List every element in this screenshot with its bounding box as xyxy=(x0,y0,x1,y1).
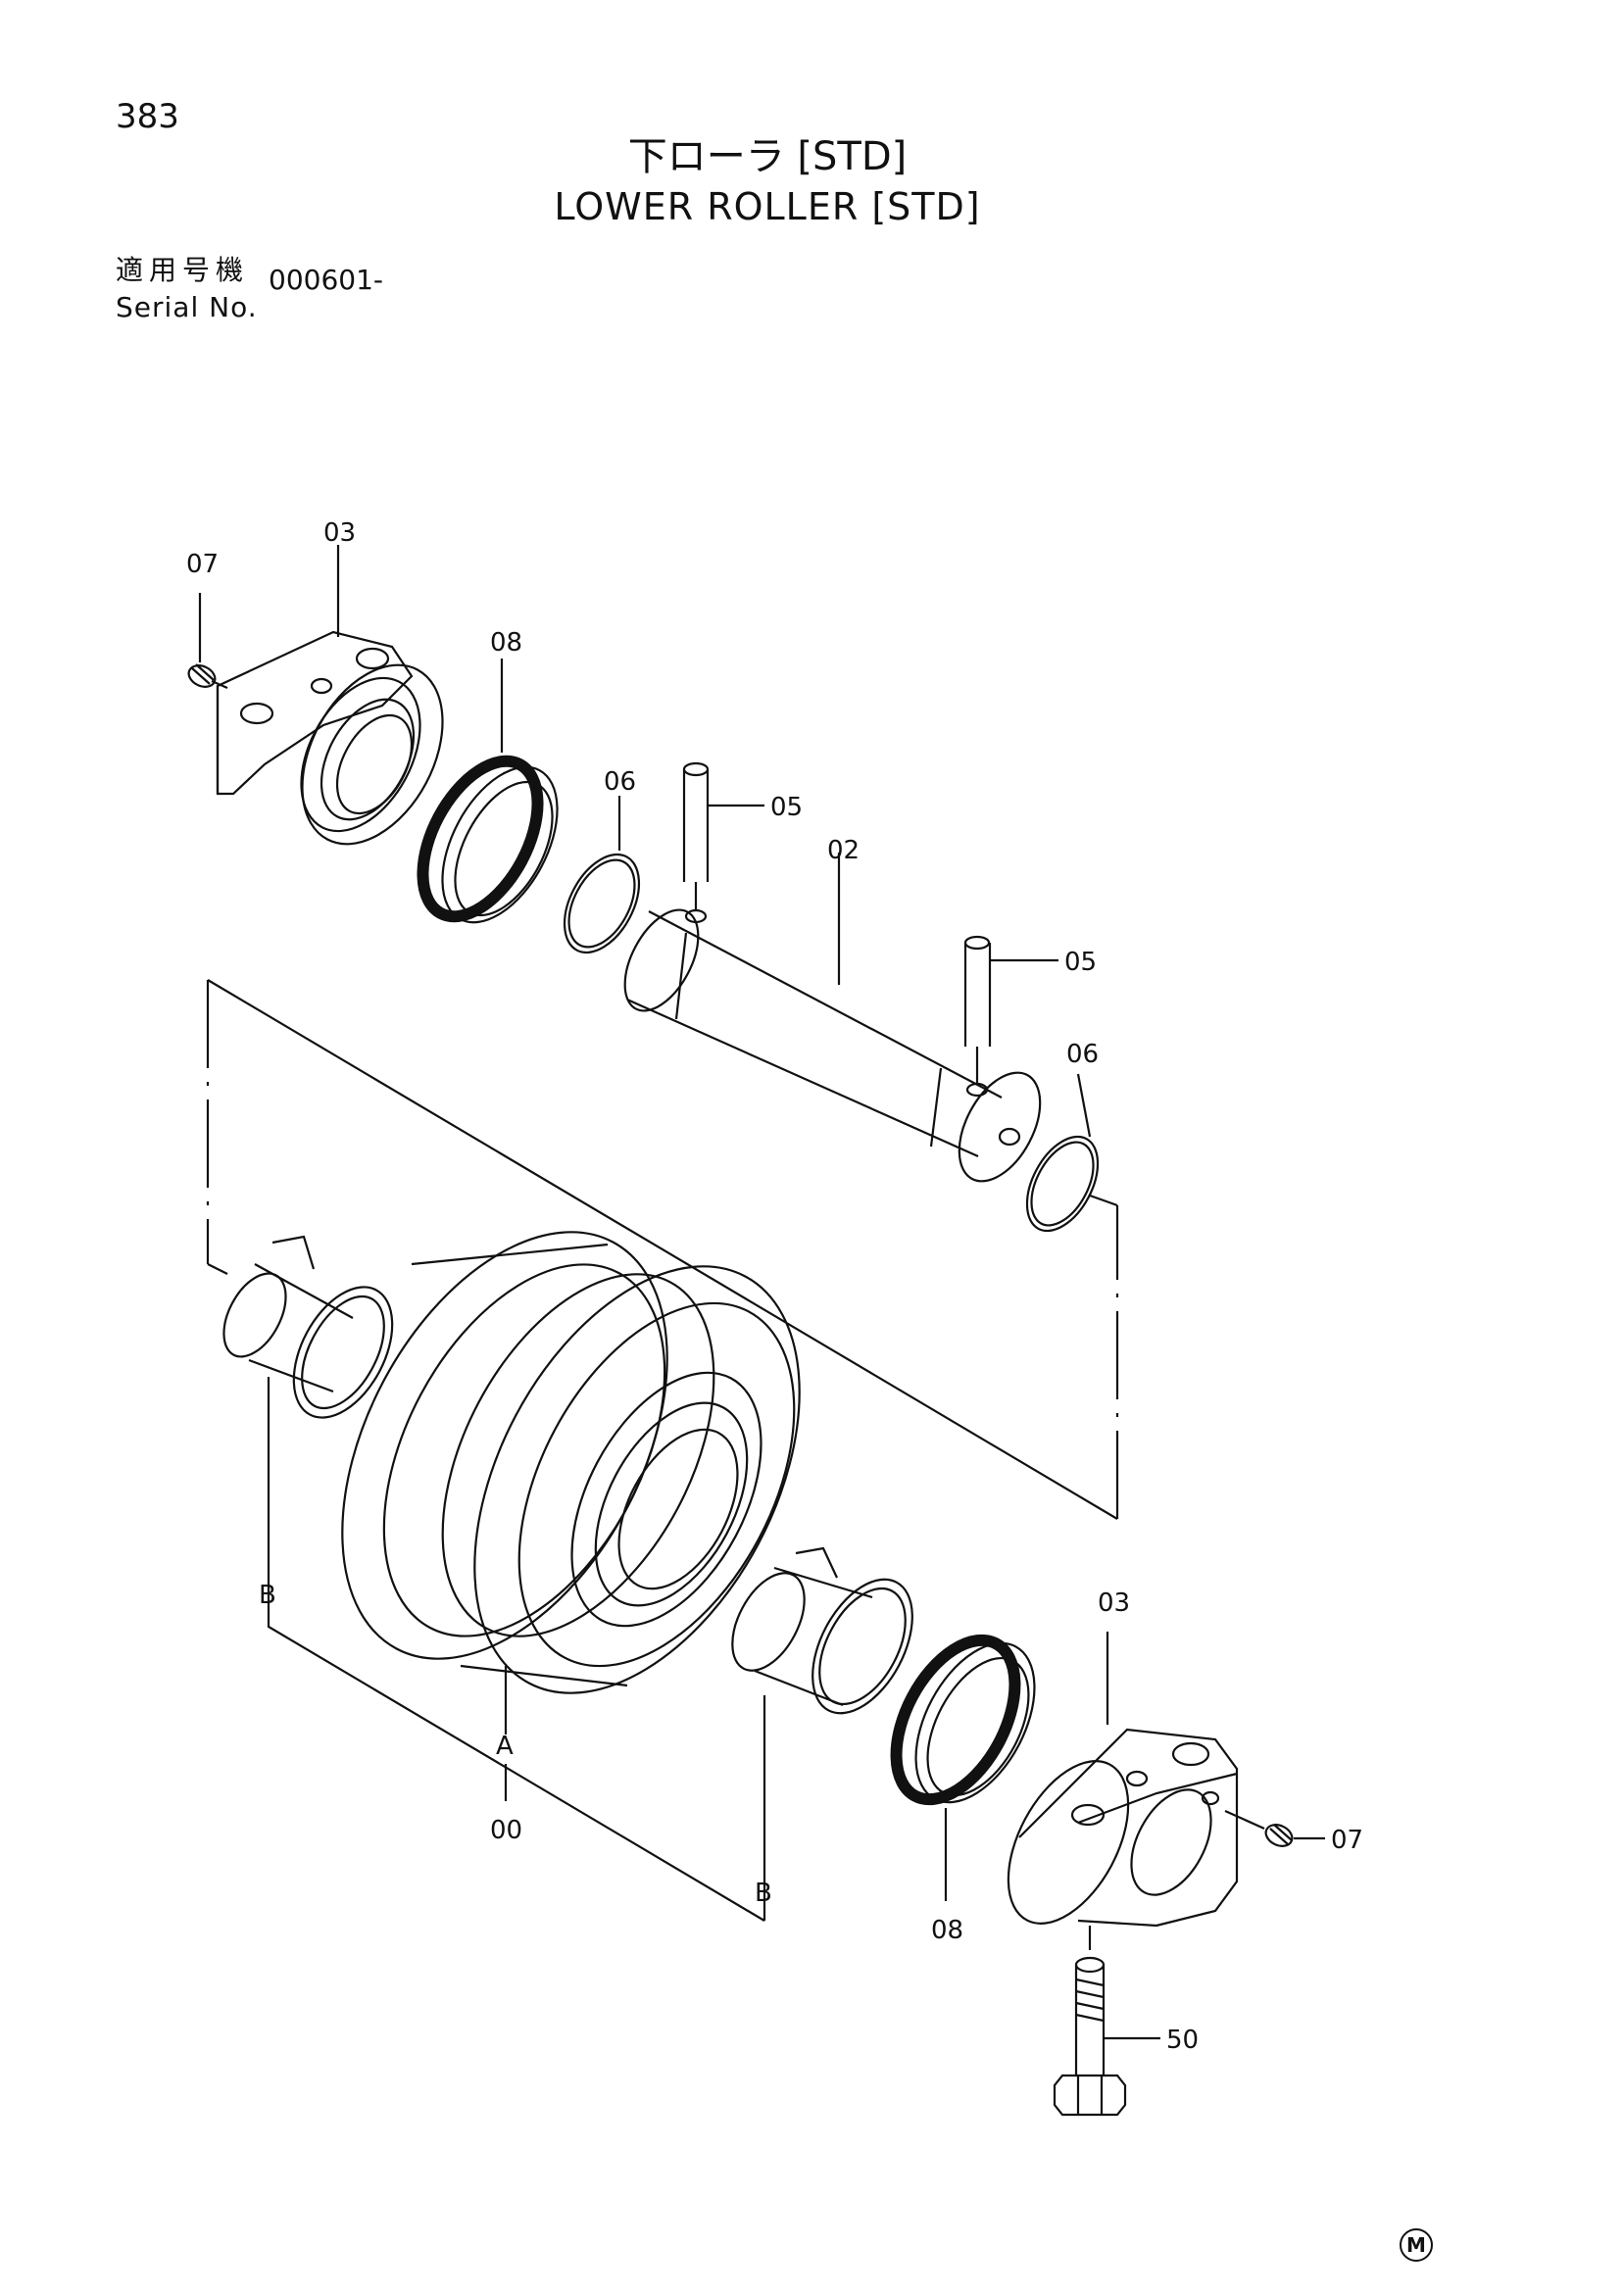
label-03-left: 03 xyxy=(323,518,356,548)
bushing-right xyxy=(731,1546,913,1715)
label-07-left: 07 xyxy=(186,550,219,579)
title-english: LOWER ROLLER [STD] xyxy=(554,185,981,228)
part-08-floating-seal-right xyxy=(890,1634,1036,1901)
serial-label-english: Serial No. xyxy=(116,291,258,323)
label-08-right: 08 xyxy=(931,1916,963,1945)
part-05-pin-lower xyxy=(963,935,1058,1098)
part-05-pin-upper xyxy=(682,761,764,924)
label-03-right: 03 xyxy=(1098,1588,1130,1618)
label-06-right: 06 xyxy=(1066,1040,1099,1069)
label-05-upper: 05 xyxy=(770,793,803,822)
serial-label-japanese: 適用号機 xyxy=(116,254,250,286)
part-labels: 07 03 08 06 05 02 05 06 03 07 50 08 00 A… xyxy=(186,518,1363,2055)
ref-label-a: A xyxy=(496,1732,514,1761)
label-08-left: 08 xyxy=(490,628,522,658)
title-japanese: 下ローラ [STD] xyxy=(627,134,908,179)
label-00: 00 xyxy=(490,1816,522,1845)
label-07-right: 07 xyxy=(1331,1826,1363,1855)
reference-frame-lines xyxy=(206,979,1119,1922)
label-05-lower: 05 xyxy=(1064,948,1097,977)
part-02-shaft xyxy=(623,853,1042,1183)
page-number: 383 xyxy=(116,97,179,136)
serial-number-value: 000601- xyxy=(269,264,383,296)
part-07-set-screw-right xyxy=(1224,1809,1325,1847)
part-03-housing-right xyxy=(1007,1632,1239,1950)
ref-label-b-left: B xyxy=(259,1581,276,1610)
bushing-left xyxy=(222,1235,394,1419)
label-50: 50 xyxy=(1166,2026,1199,2055)
m-mark-symbol: M xyxy=(1400,2228,1433,2262)
part-08-floating-seal-left xyxy=(417,659,559,924)
part-06-o-ring-left xyxy=(563,796,641,954)
ref-label-b-right: B xyxy=(755,1879,772,1908)
part-03-housing-left xyxy=(216,545,444,846)
part-07-set-screw-left xyxy=(187,593,228,690)
label-06-left: 06 xyxy=(604,767,636,797)
part-00-roller-body xyxy=(341,1231,801,1694)
label-02: 02 xyxy=(827,836,860,865)
part-50-bolt xyxy=(1053,1956,1160,2117)
part-06-o-ring-right xyxy=(1025,1073,1100,1233)
